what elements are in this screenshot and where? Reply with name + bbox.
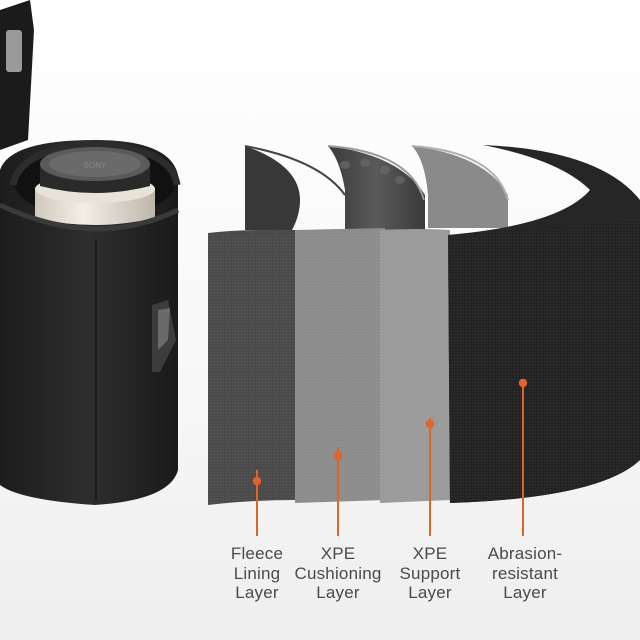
label-line: Layer <box>235 583 279 602</box>
label-line: XPE <box>320 544 356 563</box>
label-line: Support <box>399 563 461 583</box>
label-line: Layer <box>316 583 360 602</box>
callout-lines <box>252 378 528 536</box>
label-xpe-support: XPE Support Layer <box>375 544 485 603</box>
label-line: XPE <box>412 544 448 563</box>
label-xpe-cushioning: XPE Cushioning Layer <box>283 544 393 603</box>
label-line: Abrasion- <box>487 544 563 563</box>
zipper-pull-icon <box>6 30 22 72</box>
lens-cap-brand: SONY <box>84 161 107 170</box>
label-line: Lining <box>233 563 281 583</box>
label-line: Layer <box>503 583 547 602</box>
label-line: Layer <box>408 583 452 602</box>
label-fleece-lining: Fleece Lining Layer <box>202 544 312 603</box>
label-line: Cushioning <box>294 563 382 583</box>
label-line: Fleece <box>230 544 284 563</box>
rear-bag <box>0 0 34 150</box>
layer-xpe-support <box>380 145 509 503</box>
lens-case: SONY <box>0 140 181 505</box>
label-abrasion-resistant: Abrasion- resistant Layer <box>470 544 580 603</box>
layer-fleece <box>208 145 346 506</box>
label-line: resistant <box>491 563 559 583</box>
layer-abrasion-resistant <box>448 145 640 503</box>
